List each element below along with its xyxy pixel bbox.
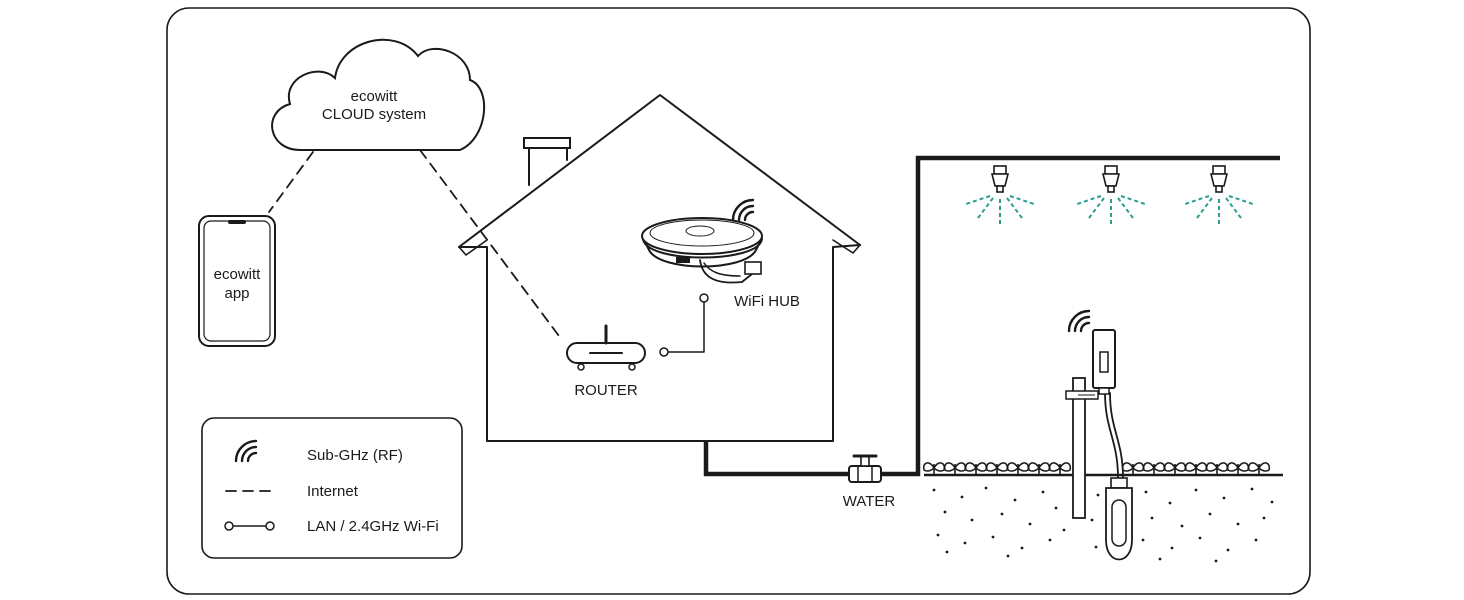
hub-label: WiFi HUB	[734, 293, 800, 310]
cloud-label-line2: CLOUD system	[322, 106, 426, 123]
soil-sensor-icon	[1092, 329, 1133, 561]
mounting-stake	[1065, 377, 1099, 519]
lan-link	[667, 301, 705, 353]
cloud-label-line1: ecowitt	[351, 88, 399, 105]
legend-connector-line-icon	[224, 521, 275, 531]
lan-node-hub	[699, 293, 709, 303]
lan-node-router	[659, 347, 669, 357]
water-pipe	[703, 155, 1280, 477]
phone-label-line1: ecowitt	[214, 266, 262, 283]
legend-label-internet: Internet	[307, 483, 359, 500]
phone-label-line2: app	[224, 285, 249, 302]
legend-label-rf: Sub-GHz (RF)	[307, 447, 403, 464]
internet-link-phone	[268, 151, 314, 213]
phone-icon: ecowitt app	[198, 215, 276, 347]
router-label: ROUTER	[574, 382, 638, 399]
router-icon	[566, 324, 646, 371]
water-label: WATER	[843, 493, 896, 510]
house-icon	[458, 94, 861, 442]
internet-link-router	[419, 149, 563, 341]
cloud-icon: ecowitt CLOUD system	[271, 38, 486, 151]
wifi-hub-icon	[641, 217, 763, 284]
legend-label-lan: LAN / 2.4GHz Wi-Fi	[307, 518, 439, 535]
water-valve-icon	[848, 454, 882, 483]
soil-texture	[932, 486, 1274, 563]
legend: Sub-GHz (RF) Internet LAN / 2.4GHz Wi-Fi	[201, 417, 463, 559]
